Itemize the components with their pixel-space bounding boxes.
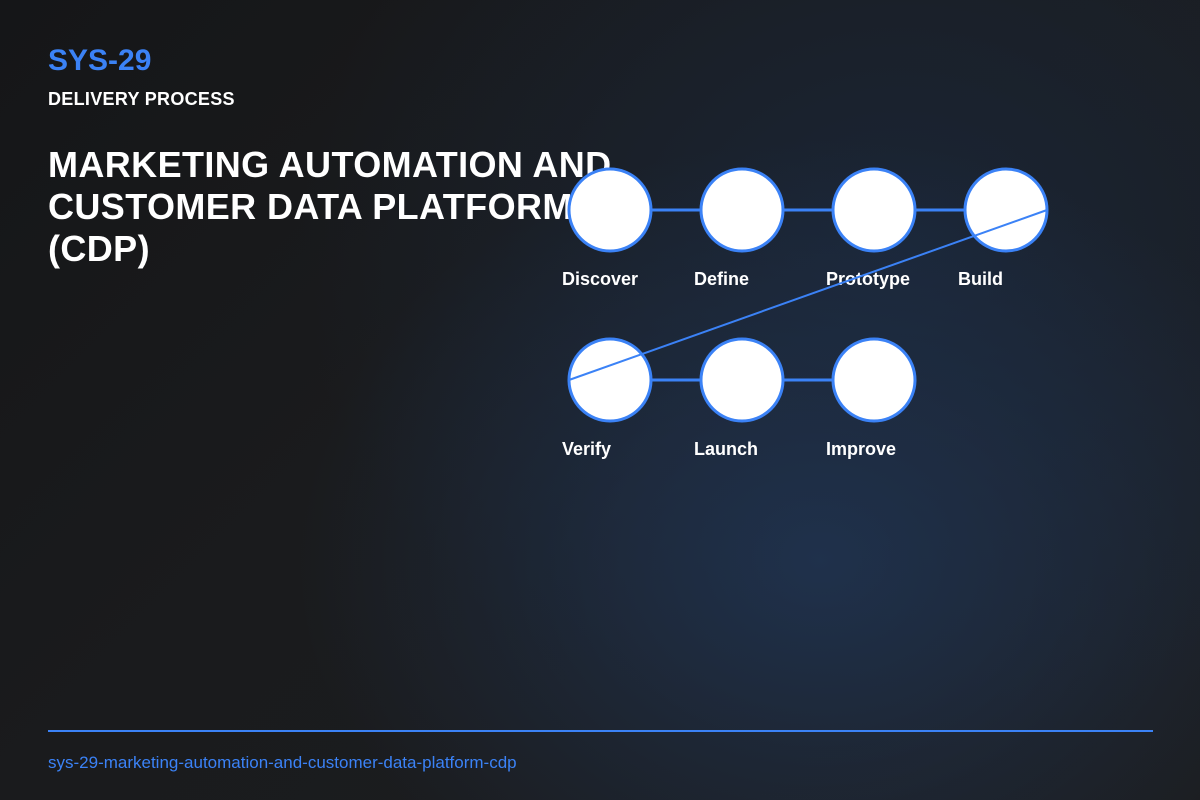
section-eyebrow: DELIVERY PROCESS	[48, 89, 235, 109]
step-node-5	[567, 337, 653, 423]
step-node-2	[699, 167, 785, 253]
step-node-6	[699, 337, 785, 423]
step-node-3	[831, 167, 917, 253]
step-node-1	[567, 167, 653, 253]
connector-4	[568, 209, 1048, 381]
step-label-7: Improve	[826, 439, 896, 459]
page-slug: sys-29-marketing-automation-and-customer…	[48, 753, 517, 772]
step-label-4: Build	[958, 269, 1003, 289]
step-node-7	[831, 337, 917, 423]
step-label-6: Launch	[694, 439, 758, 459]
step-label-3: Prototype	[826, 269, 910, 289]
page-title: MARKETING AUTOMATION AND CUSTOMER DATA P…	[48, 144, 612, 269]
step-label-1: Discover	[562, 269, 638, 289]
step-node-4	[963, 167, 1049, 253]
footer-divider	[48, 730, 1153, 732]
process-nodes	[567, 167, 1049, 423]
step-label-2: Define	[694, 269, 749, 289]
project-code: SYS-29	[48, 44, 152, 77]
step-label-5: Verify	[562, 439, 611, 459]
header: SYS-29 DELIVERY PROCESS	[48, 42, 235, 110]
